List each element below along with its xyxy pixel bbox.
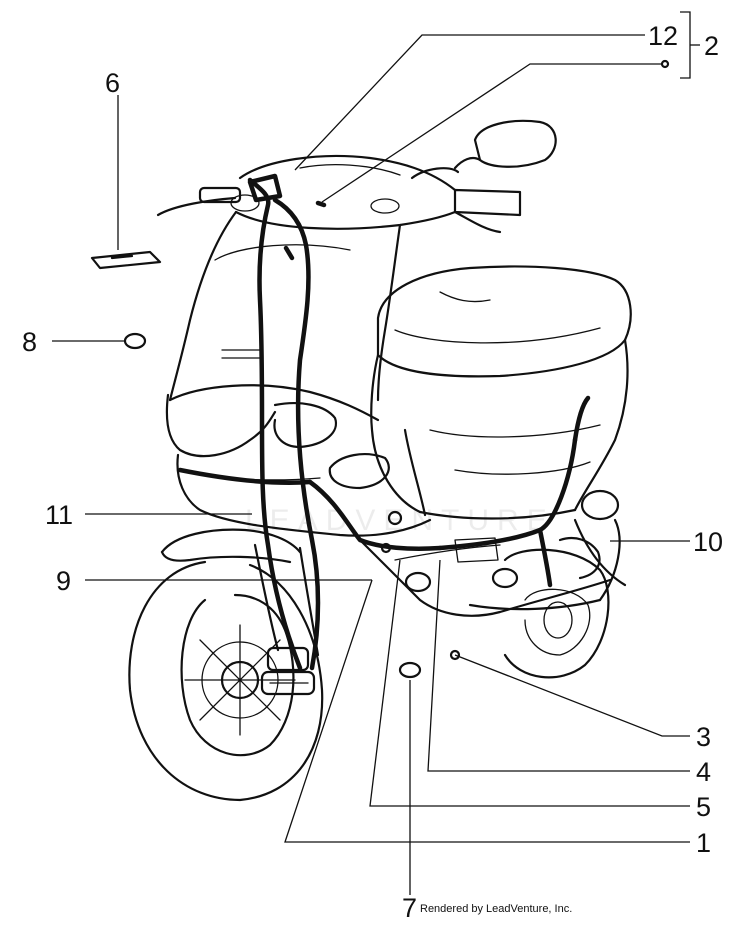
mirror	[410, 119, 557, 180]
handlebar	[156, 154, 522, 234]
front-wheel	[128, 560, 324, 802]
part-12-marker	[660, 59, 670, 69]
part-6-bracket	[90, 250, 162, 270]
callout-10: 10	[693, 527, 723, 557]
callout-5: 5	[696, 792, 711, 822]
part-7-clip	[398, 661, 422, 679]
callout-12: 12	[648, 21, 678, 51]
render-credit: Rendered by LeadVenture, Inc.	[420, 903, 573, 915]
small-parts	[90, 59, 670, 679]
callout-labels: 6 8 11 9 12 2 10 3 4 5 1 7	[22, 21, 723, 923]
part-bolt	[387, 510, 403, 526]
callout-6: 6	[105, 68, 120, 98]
callout-2: 2	[704, 31, 719, 61]
rear-wheel	[503, 548, 610, 679]
callout-8: 8	[22, 327, 37, 357]
callout-9: 9	[56, 566, 71, 596]
callout-4: 4	[696, 757, 711, 787]
callout-1: 1	[696, 828, 711, 858]
callout-7: 7	[402, 893, 417, 923]
front-fender	[160, 528, 302, 564]
callout-11: 11	[45, 500, 73, 530]
part-8-clip	[123, 332, 147, 350]
wiring-harness	[177, 173, 591, 671]
scooter-illustration	[90, 59, 670, 802]
underbody	[358, 536, 612, 617]
callout-3: 3	[696, 722, 711, 752]
part-3-clip	[449, 649, 461, 661]
leader-lines	[52, 11, 700, 895]
front-fork	[253, 543, 320, 696]
